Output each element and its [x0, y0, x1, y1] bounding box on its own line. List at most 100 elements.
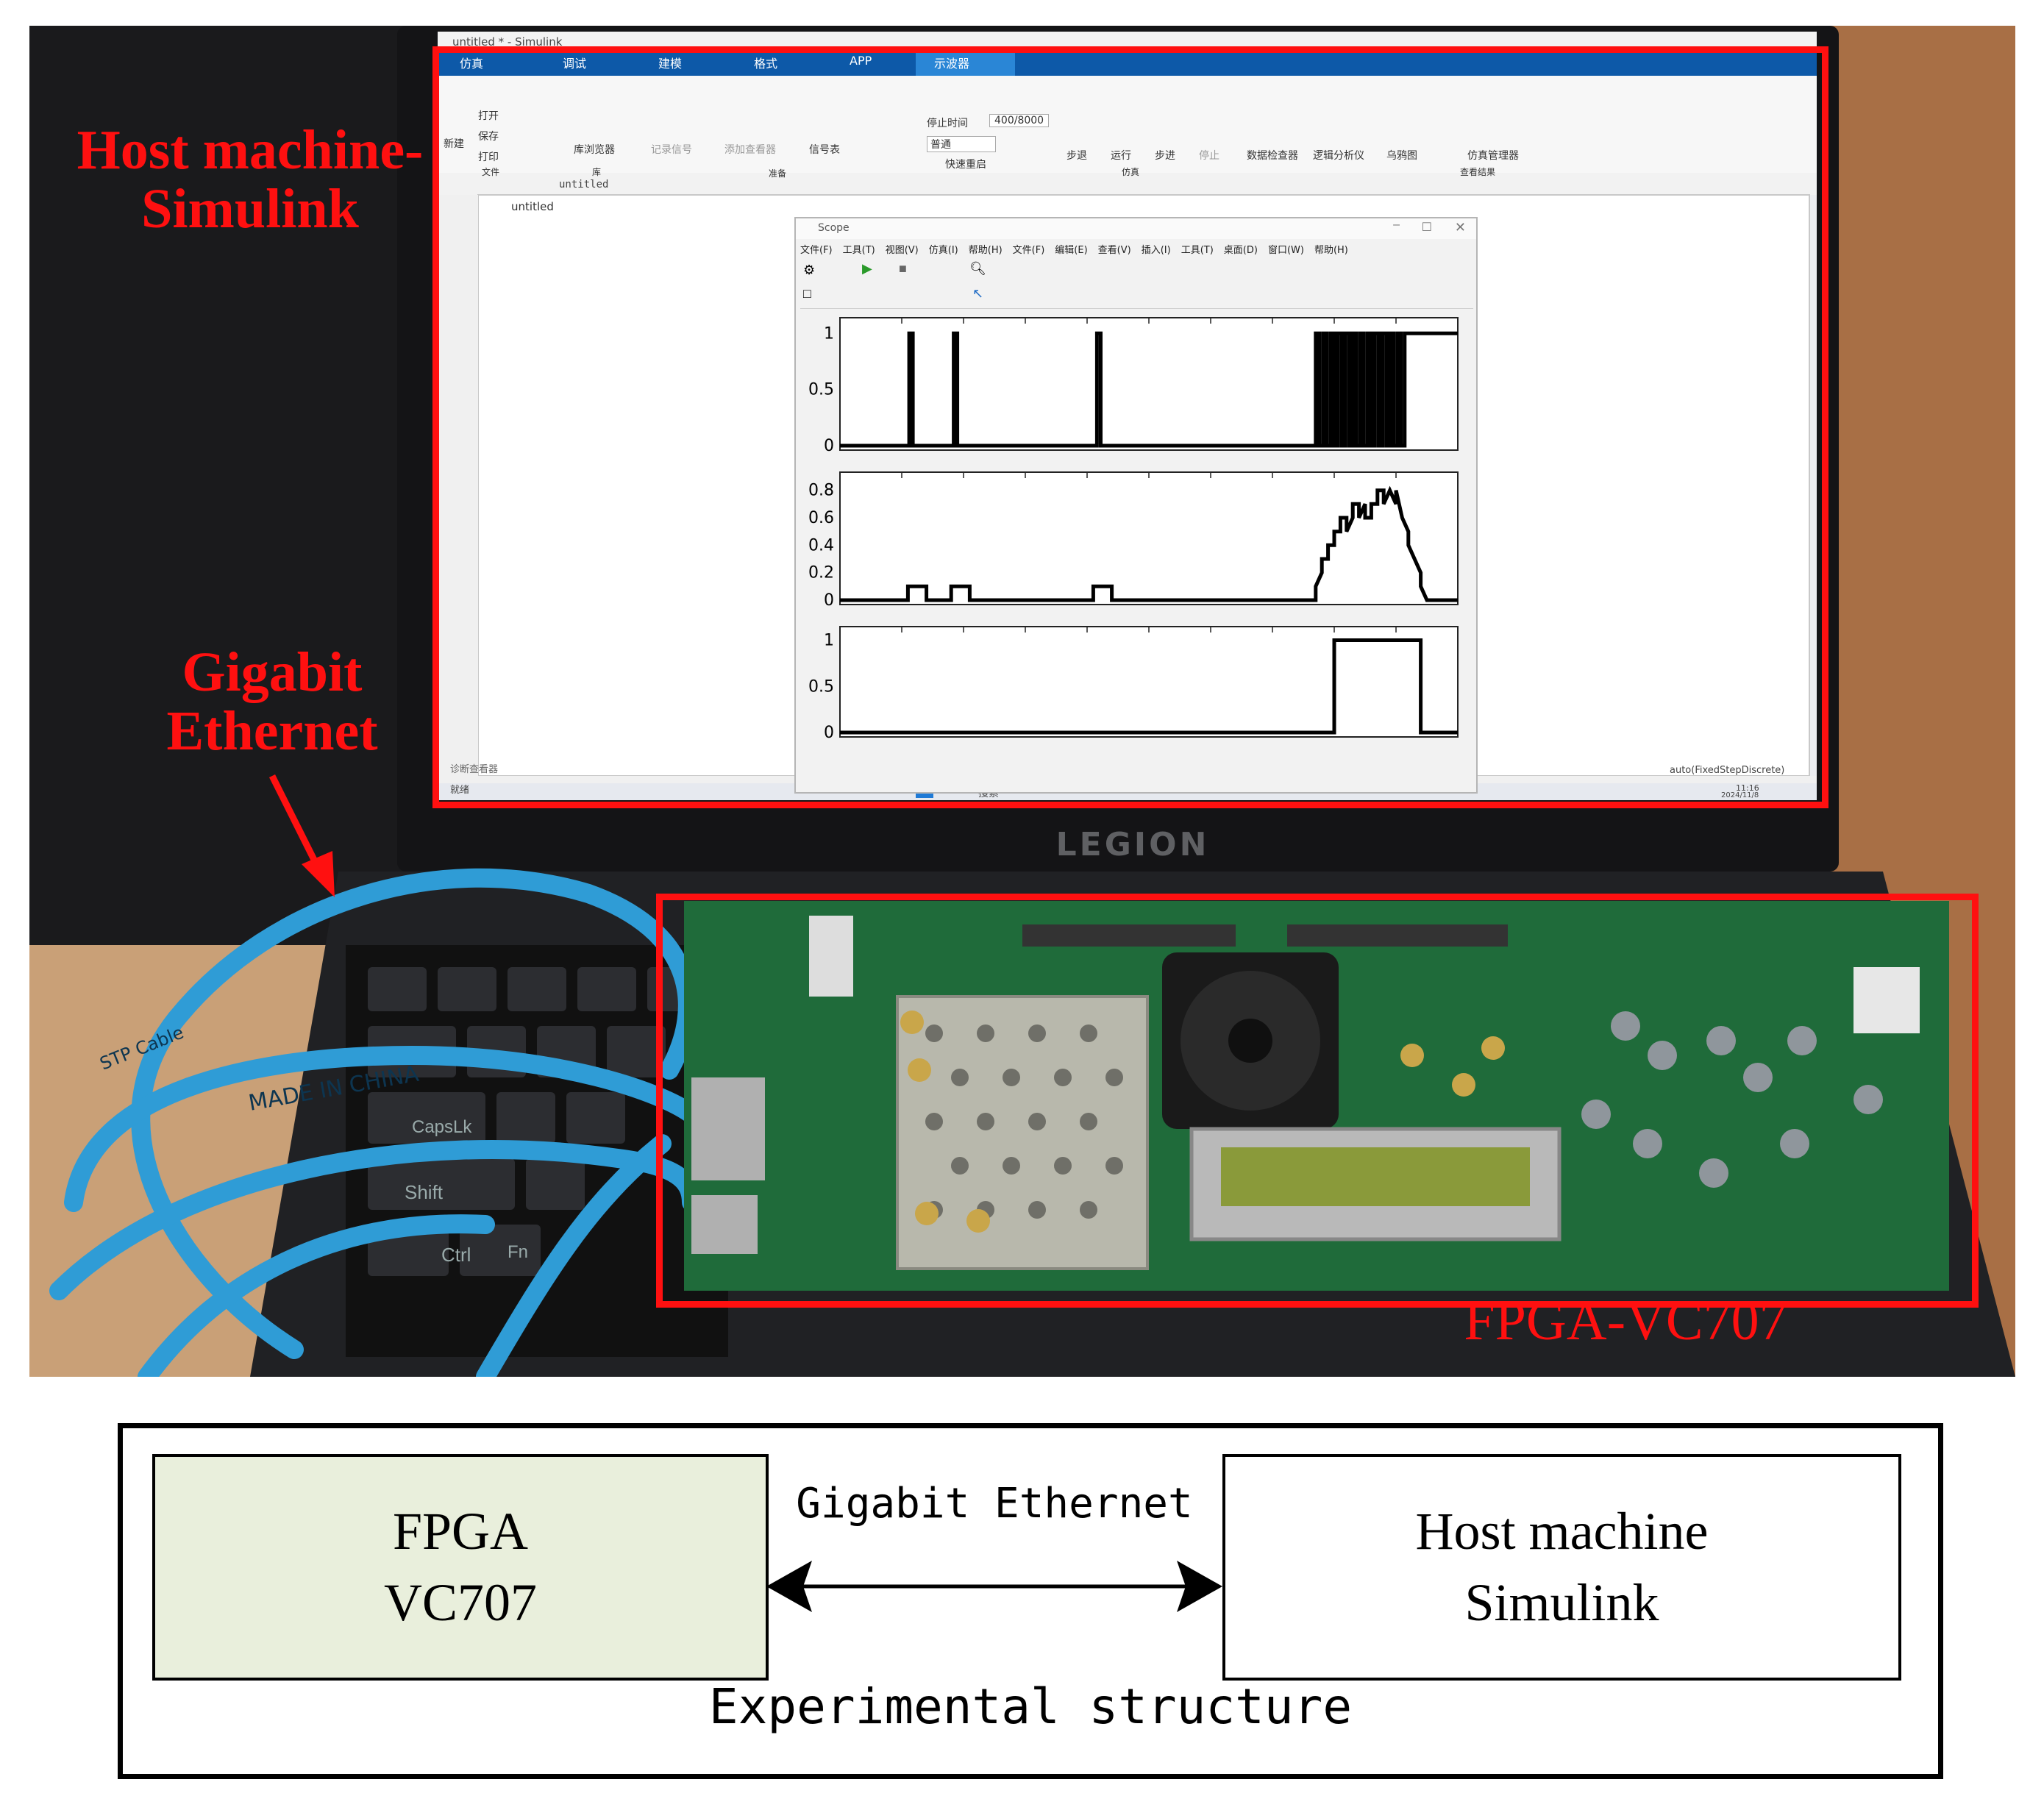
save-button[interactable]: 保存: [478, 131, 499, 143]
y-tick-label: 1: [824, 632, 834, 650]
y-tick-label: 0.8: [808, 482, 834, 500]
taskbar-clock: 11:16: [1736, 783, 1759, 793]
fpga-box: FPGA VC707: [152, 1454, 769, 1681]
group-file: 文件: [482, 167, 500, 177]
group-simulate: 仿真: [1122, 167, 1140, 177]
tab-scope[interactable]: 示波器: [934, 57, 970, 71]
log-signals-button[interactable]: 记录信号: [651, 144, 692, 156]
fmc-connector-2: [1287, 924, 1508, 947]
label-eth-line2: Ethernet: [166, 699, 378, 762]
signal-table-button[interactable]: 信号表: [809, 144, 840, 156]
label-fpga-text: FPGA-VC707: [1464, 1290, 1787, 1352]
scope-menu-item[interactable]: 文件(F): [1012, 245, 1045, 256]
data-inspector-button[interactable]: 数据检查器: [1247, 150, 1298, 162]
new-icon[interactable]: □: [803, 286, 811, 301]
tab-format[interactable]: 格式: [754, 57, 778, 71]
sma-connectors: [900, 1011, 1505, 1233]
add-viewer-button[interactable]: 添加查看器: [724, 144, 776, 156]
laptop-logo: LEGION: [1056, 826, 1210, 863]
y-tick-label: 0.5: [808, 677, 834, 696]
step-forward-button[interactable]: 步进: [1155, 150, 1175, 162]
address-bar: [438, 173, 1817, 195]
y-tick-label: 0.5: [808, 381, 834, 399]
new-button[interactable]: 新建: [444, 138, 464, 150]
tab-active-highlight: [916, 49, 1015, 76]
scope-menu-item[interactable]: 插入(I): [1141, 245, 1171, 256]
ethernet-jack: [691, 1077, 765, 1180]
diagnostic-viewer[interactable]: 诊断查看器: [450, 764, 499, 775]
solver-status: auto(FixedStepDiscrete): [1670, 765, 1785, 776]
scope-menu-item[interactable]: 查看(V): [1097, 245, 1131, 256]
scope-menu-item[interactable]: 视图(V): [885, 245, 919, 256]
stop-button[interactable]: 停止: [1199, 150, 1219, 162]
ribbon-tabs: 仿真 调试 建模 格式 APP 示波器: [438, 52, 1100, 74]
scope-menu-item[interactable]: 桌面(D): [1223, 245, 1258, 256]
minimize-icon[interactable]: –: [1393, 218, 1400, 231]
status-ready: 就绪: [450, 785, 470, 796]
label-arrow: [268, 774, 335, 897]
model-breadcrumb[interactable]: untitled: [511, 200, 554, 213]
tab-app[interactable]: APP: [850, 54, 872, 68]
ribbon-body: [438, 76, 1817, 173]
scope-axes-3: [839, 626, 1459, 738]
tab-modeling[interactable]: 建模: [658, 57, 683, 71]
scope-menu-item[interactable]: 仿真(I): [928, 245, 958, 256]
label-eth-line1: Gigabit: [182, 641, 363, 703]
print-button[interactable]: 打印: [478, 152, 499, 163]
tab-debug[interactable]: 调试: [563, 57, 587, 71]
scope-menu-item[interactable]: 工具(T): [1181, 245, 1214, 256]
ethernet-cable: [49, 868, 701, 1377]
scope-menu-item[interactable]: 窗口(W): [1267, 245, 1304, 256]
lcd-screen: [1221, 1147, 1530, 1206]
stop-time-field[interactable]: 400/8000: [989, 114, 1050, 127]
shielded-module: [896, 995, 1149, 1270]
open-button[interactable]: 打开: [478, 110, 499, 122]
zoom-icon[interactable]: 🔍︎: [969, 261, 986, 276]
bird-view-button[interactable]: 乌鸦图: [1386, 150, 1417, 162]
label-gigabit-ethernet: Gigabit Ethernet: [125, 641, 419, 762]
settings-icon[interactable]: ⚙: [803, 263, 816, 277]
scope-menu-item[interactable]: 帮助(H): [968, 245, 1003, 256]
run-button[interactable]: 运行: [1111, 150, 1131, 162]
close-icon[interactable]: ✕: [1454, 220, 1466, 235]
host-highlight-frame: [432, 46, 1828, 808]
fast-restart-toggle[interactable]: 快速重启: [945, 159, 986, 171]
key-ctrl: Ctrl: [441, 1244, 471, 1266]
scope-menu-item[interactable]: 编辑(E): [1055, 245, 1088, 256]
scope-menu-item[interactable]: 帮助(H): [1314, 245, 1348, 256]
scope-signal-line-1: [840, 331, 1458, 448]
laptop-screen: untitled * - Simulink: [438, 32, 1817, 800]
scope-titlebar[interactable]: Scope ✕ ☐ –: [796, 218, 1476, 239]
cursor-icon[interactable]: ↖: [972, 286, 984, 301]
scope-signal-line-2: [840, 485, 1458, 602]
keyboard-keys: [368, 967, 706, 1276]
window-title: untitled * - Simulink: [452, 35, 563, 49]
scope-window[interactable]: Scope ✕ ☐ – 文件(F)工具(T)视图(V)仿真(I)帮助(H)文件(…: [794, 217, 1478, 794]
ribbon-tab-bar: [438, 49, 1817, 76]
fpga-box-line2: VC707: [383, 1573, 538, 1632]
label-fpga-vc707: FPGA-VC707: [1368, 1290, 1883, 1352]
scope-menu-item[interactable]: 工具(T): [842, 245, 875, 256]
sim-mode-select[interactable]: 普通: [927, 136, 996, 152]
host-box: Host machine Simulink: [1222, 1454, 1901, 1681]
step-back-button[interactable]: 步退: [1066, 150, 1087, 162]
stop-icon[interactable]: ■: [899, 261, 907, 276]
y-tick-label: 0.6: [808, 509, 834, 527]
sfp-cage: [809, 916, 853, 997]
logic-analyzer-button[interactable]: 逻辑分析仪: [1313, 150, 1364, 162]
maximize-icon[interactable]: ☐: [1421, 221, 1432, 234]
bidirectional-arrow: [766, 1561, 1222, 1612]
library-browser-button[interactable]: 库浏览器: [574, 144, 615, 156]
usb-jack: [691, 1195, 758, 1254]
sim-manager-button[interactable]: 仿真管理器: [1467, 150, 1519, 162]
address-tab[interactable]: untitled: [559, 179, 609, 190]
power-switch: [1854, 967, 1920, 1033]
run-icon[interactable]: ▶: [862, 261, 872, 276]
scope-menubar: 文件(F) 工具(T) 视图(V) 仿真(I) 帮助(H) 文件(F) 编辑(E) 查看(V)…: [800, 242, 1473, 258]
scope-toolbar: ⚙ ▶ ■ 🔍︎ □ ↖: [800, 261, 1473, 309]
key-shift: Shift: [405, 1181, 444, 1203]
tab-simulation[interactable]: 仿真: [460, 57, 484, 71]
scope-menu-item[interactable]: 文件(F): [800, 245, 833, 256]
group-review: 查看结果: [1460, 167, 1496, 177]
diagram-caption: Experimental structure: [708, 1678, 1353, 1735]
